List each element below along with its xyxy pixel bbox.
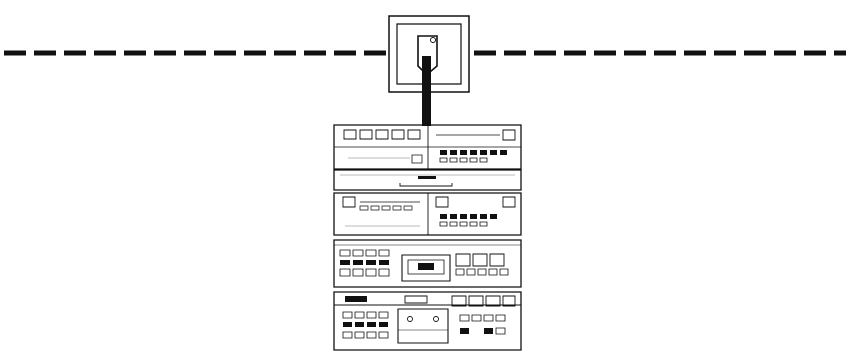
stereo-unit-3 [334,193,521,235]
power-cable [422,56,431,126]
stereo-unit-4 [334,240,521,287]
wall-outlet-plate [389,16,469,92]
stereo-unit-1 [334,125,521,169]
stereo-unit-2 [334,170,521,190]
stereo-unit-5 [334,292,521,350]
